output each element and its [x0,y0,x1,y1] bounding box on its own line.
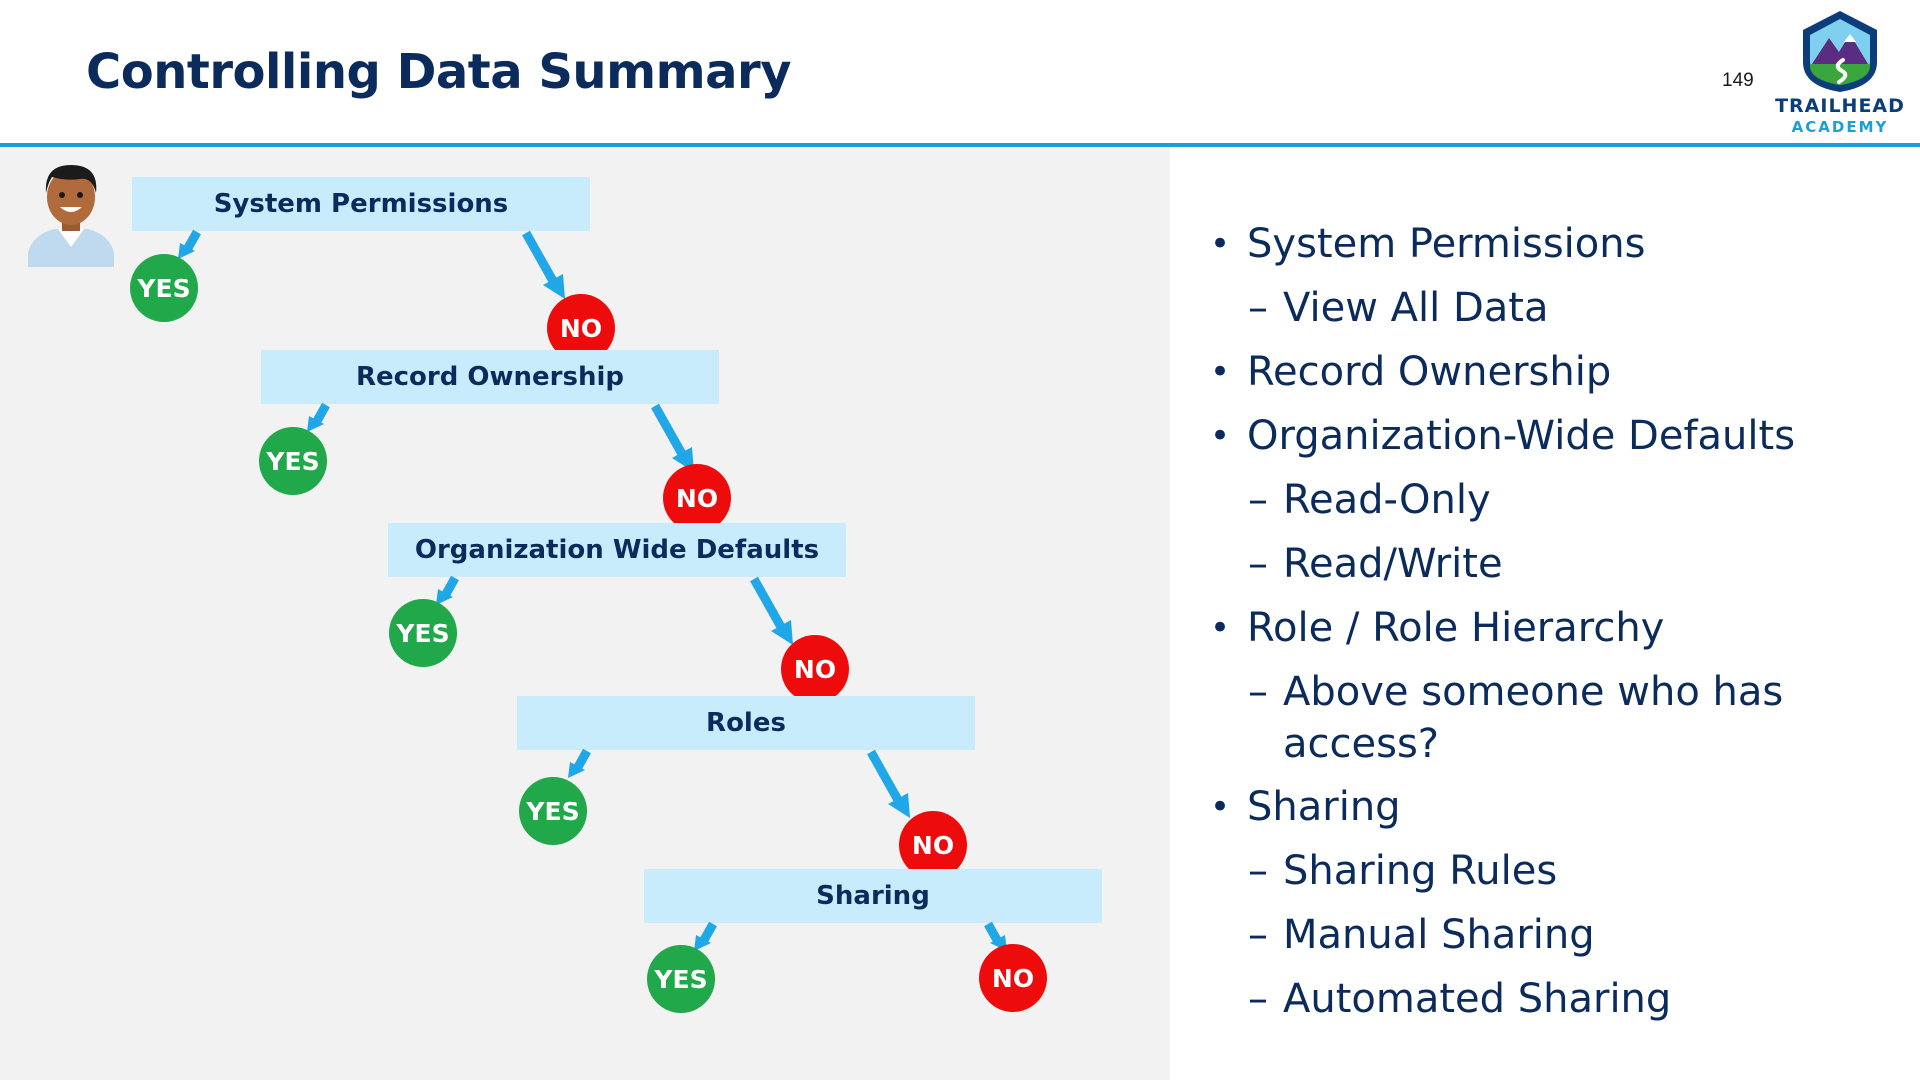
no-badge: NO [979,944,1047,1012]
sub-bullet-item: –Manual Sharing [1210,909,1900,962]
yes-arrow [436,575,459,605]
sub-bullet-marker: – [1248,912,1268,958]
bullet-marker: • [1210,787,1231,827]
no-arrow [867,749,910,818]
bullet-text: Sharing Rules [1283,848,1558,894]
slide-header: Controlling Data Summary 149 TRAILHEAD A… [0,0,1920,143]
bullet-text: Role / Role Hierarchy [1247,605,1665,651]
flowchart-step: Organization Wide Defaults YES NO [258,493,1428,703]
sub-bullet-item: –Sharing Rules [1210,845,1900,898]
sub-bullet-marker: – [1248,669,1268,715]
sub-bullet-item: –Automated Sharing [1210,973,1900,1026]
bullet-marker: • [1210,224,1231,264]
step-box-record-ownership: Record Ownership [261,350,719,404]
yes-badge: YES [130,254,198,322]
sub-bullet-marker: – [1248,541,1268,587]
bullet-item: • Organization-Wide Defaults [1210,410,1900,463]
sub-bullet-marker: – [1248,848,1268,894]
yes-badge: YES [389,599,457,667]
flowchart-step: Record Ownership YES NO [129,320,1299,532]
yes-arrow [568,748,591,778]
yes-arrow [307,402,330,432]
logo-text-academy: ACADEMY [1791,118,1889,136]
no-badge: NO [781,635,849,703]
page-number: 149 [1722,70,1754,91]
flowchart-step: Roles YES NO [387,666,1557,879]
sub-bullet-item: –Read/Write [1210,538,1900,591]
trailhead-mountain-logo-icon [1803,11,1877,92]
bullet-text: View All Data [1283,285,1549,331]
bullet-item: • System Permissions [1210,218,1900,271]
bullet-text: System Permissions [1247,221,1646,267]
yes-arrow [178,229,201,259]
sub-bullet-item: –Above someone who has access? [1210,666,1803,770]
bullet-item: • Record Ownership [1210,346,1900,399]
step-box-sharing: Sharing [644,869,1102,923]
sub-bullet-marker: – [1248,976,1268,1022]
sub-bullet-marker: – [1248,477,1268,523]
bullet-text: Manual Sharing [1283,912,1595,958]
no-arrow [522,230,565,299]
no-arrow [750,576,793,645]
yes-badge: YES [647,945,715,1013]
bullet-text: Record Ownership [1247,349,1612,395]
sub-bullet-item: –Read-Only [1210,474,1900,527]
logo-text-trailhead: TRAILHEAD [1775,95,1905,117]
bullet-item: • Role / Role Hierarchy [1210,602,1900,655]
flowchart-step: Sharing YES NO [516,839,1686,1019]
slide-title: Controlling Data Summary [86,44,791,100]
flowchart-panel: System Permissions YES NO Record Ownersh… [0,147,1170,1080]
flowchart-step: System Permissions YES NO [0,147,1170,362]
bullet-text: Read/Write [1283,541,1503,587]
bullet-marker: • [1210,608,1231,648]
bullet-marker: • [1210,416,1231,456]
bullet-text: Above someone who has access? [1283,669,1784,767]
sub-bullet-marker: – [1248,285,1268,331]
summary-bullet-list: •System Permissions –View All Data •Reco… [1210,218,1900,1037]
step-box-system-permissions: System Permissions [132,177,590,231]
header-divider [0,143,1920,147]
user-avatar-icon [28,165,114,267]
no-badge: NO [899,811,967,879]
yes-badge: YES [259,427,327,495]
step-box-organization-wide-defaults: Organization Wide Defaults [388,523,846,577]
sub-bullet-item: –View All Data [1210,282,1900,335]
no-badge: NO [663,464,731,532]
step-box-roles: Roles [517,696,975,750]
bullet-text: Automated Sharing [1283,976,1672,1022]
bullet-text: Organization-Wide Defaults [1247,413,1796,459]
bullet-item: • Sharing [1210,781,1900,834]
yes-badge: YES [519,777,587,845]
trailhead-academy-logo: TRAILHEAD ACADEMY [1765,8,1915,138]
bullet-marker: • [1210,352,1231,392]
bullet-text: Read-Only [1283,477,1491,523]
bullet-text: Sharing [1247,784,1401,830]
yes-arrow [694,921,717,951]
